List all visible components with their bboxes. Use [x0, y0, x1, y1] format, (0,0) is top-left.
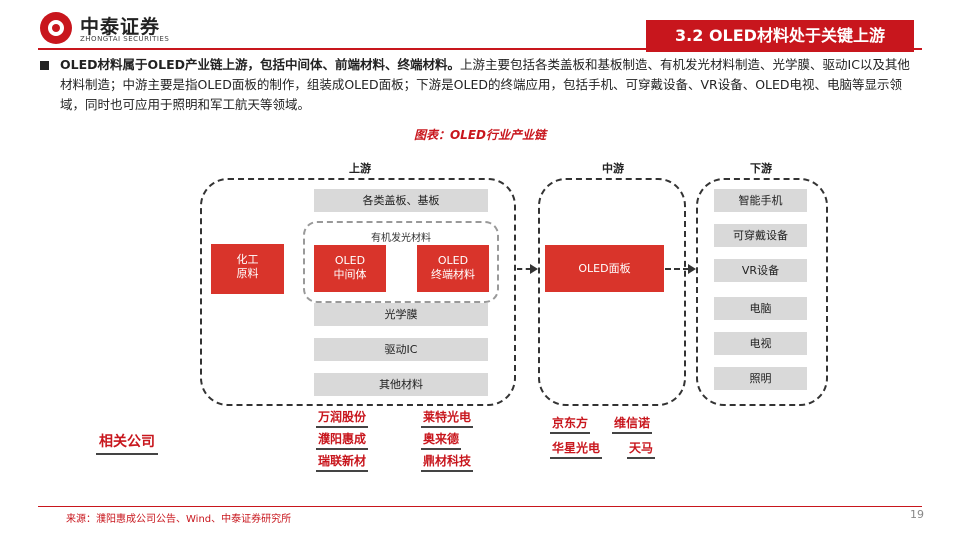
downstream-container	[696, 178, 828, 406]
arrow-up-to-mid-icon	[530, 264, 538, 274]
stage-downstream: 下游	[750, 162, 772, 175]
related-companies-label: 相关公司	[96, 431, 158, 455]
downstream-item: 智能手机	[714, 189, 807, 212]
logo-text-cn: 中泰证券	[80, 16, 161, 38]
figure-title: 图表：OLED行业产业链	[413, 128, 546, 142]
summary-lead: OLED材料属于OLED产业链上游，包括中间体、前端材料、终端材料。	[60, 57, 461, 72]
logo-text-en: ZHONGTAI SECURITIES	[80, 35, 170, 43]
downstream-item: 可穿戴设备	[714, 224, 807, 247]
arrow-mid-to-down-icon	[688, 264, 696, 274]
organic-materials-group	[303, 221, 499, 303]
cover-substrate-box: 各类盖板、基板	[314, 189, 488, 212]
chemical-raw-materials-box: 化工 原料	[211, 244, 284, 294]
arrow-mid-to-down-line	[665, 268, 689, 270]
section-title: 3.2 OLED材料处于关键上游	[646, 20, 914, 52]
downstream-item: VR设备	[714, 259, 807, 282]
company-name: 华星光电	[550, 439, 603, 459]
driver-ic-box: 驱动IC	[314, 338, 488, 361]
source-note: 来源：濮阳惠成公司公告、Wind、中泰证券研究所	[66, 514, 292, 525]
stage-midstream: 中游	[602, 162, 624, 175]
company-name: 莱特光电	[421, 408, 474, 428]
organic-materials-label: 有机发光材料	[371, 233, 431, 244]
summary-body: 上游主要包括各类盖板和基板制造、有机发光材料制造、光学膜、驱动IC以及其他材料制…	[60, 57, 910, 112]
company-logo: 中泰证券 ZHONGTAI SECURITIES	[40, 10, 220, 46]
company-name: 瑞联新材	[316, 452, 369, 472]
logo-mark-icon	[40, 12, 72, 44]
downstream-item: 电脑	[714, 297, 807, 320]
header-divider	[38, 48, 922, 50]
oled-intermediate-box: OLED 中间体	[314, 245, 386, 292]
company-name: 鼎材科技	[421, 452, 474, 472]
downstream-item: 电视	[714, 332, 807, 355]
oled-panel-box: OLED面板	[545, 245, 664, 292]
company-name: 奥来德	[421, 430, 462, 450]
arrow-up-to-mid-line	[517, 268, 531, 270]
company-name: 濮阳惠成	[316, 430, 369, 450]
bullet-square-icon	[40, 61, 49, 70]
company-name: 京东方	[550, 414, 591, 434]
midstream-container	[538, 178, 686, 406]
stage-upstream: 上游	[349, 162, 371, 175]
page-number: 19	[910, 508, 924, 521]
oled-terminal-material-box: OLED 终端材料	[417, 245, 489, 292]
company-name: 维信诺	[612, 414, 653, 434]
summary-paragraph: OLED材料属于OLED产业链上游，包括中间体、前端材料、终端材料。上游主要包括…	[60, 55, 920, 115]
downstream-item: 照明	[714, 367, 807, 390]
optical-film-box: 光学膜	[314, 303, 488, 326]
footer-divider	[38, 506, 922, 507]
other-materials-box: 其他材料	[314, 373, 488, 396]
company-name: 天马	[627, 439, 656, 459]
company-name: 万润股份	[316, 408, 369, 428]
upstream-container	[200, 178, 516, 406]
